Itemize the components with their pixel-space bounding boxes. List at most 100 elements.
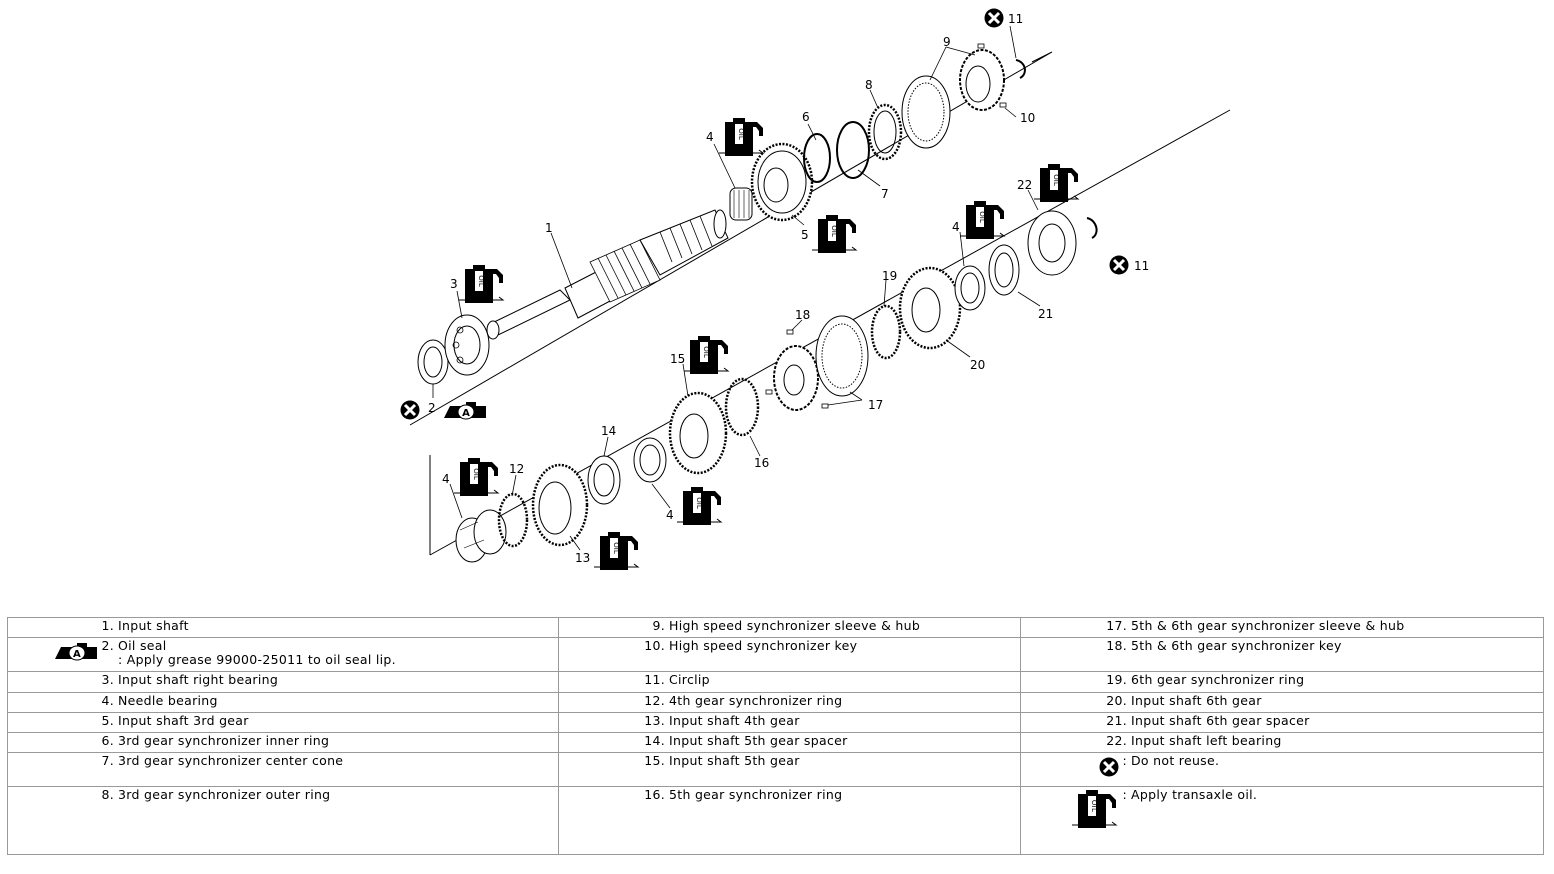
legend-cell: 19. 6th gear synchronizer ring <box>1020 671 1544 693</box>
legend-number-text: 21. <box>1106 712 1127 728</box>
legend-number-text: 10. <box>644 638 665 654</box>
legend-label: Apply transaxle oil. <box>1131 787 1258 803</box>
legend-row: 5. Input shaft 3rd gear 13.Input shaft 4th… <box>7 711 1544 733</box>
fifth-gear-part <box>668 391 728 475</box>
sixth-gear-part <box>898 266 962 350</box>
legend-number: 17. <box>1025 619 1131 633</box>
legend-text: Input shaft 5th gear <box>669 754 800 768</box>
callout-3: 3 <box>450 277 458 291</box>
legend-text: Input shaft <box>118 619 189 633</box>
legend-cell: 16.5th gear synchronizer ring <box>558 786 1021 855</box>
do-not-reuse-icon <box>1108 254 1130 276</box>
fourth-gear-part <box>531 463 589 547</box>
legend-label: 5th gear synchronizer ring <box>669 787 843 803</box>
legend-label: Needle bearing <box>118 692 218 708</box>
legend-label: Input shaft 5th gear spacer <box>669 732 848 748</box>
circlip-part <box>1015 59 1026 79</box>
do-not-reuse-icon <box>399 399 421 421</box>
outer-ring-part <box>867 103 903 161</box>
legend-cell: 20.Input shaft 6th gear <box>1020 691 1544 713</box>
legend-number: 4. <box>12 692 118 708</box>
legend-text: 3rd gear synchronizer inner ring <box>118 732 330 748</box>
legend-cell: 8.3rd gear synchronizer outer ring <box>7 786 559 855</box>
legend-cell: 10.High speed synchronizer key <box>558 637 1021 673</box>
legend-number: 7. <box>12 754 118 768</box>
legend-text: Circlip <box>669 673 710 687</box>
needle-bearing-part <box>729 187 753 221</box>
legend-number-text: 11. <box>644 672 665 688</box>
callout-12: 12 <box>509 462 524 476</box>
fourth-sync-ring-part <box>497 492 529 548</box>
legend-label: Circlip <box>669 672 710 688</box>
legend-text: Apply transaxle oil. <box>1131 788 1257 802</box>
legend-number-text: 14. <box>644 732 665 748</box>
oil-icon <box>718 117 764 157</box>
legend-number-text: 15. <box>644 753 665 769</box>
legend-cell: 13.Input shaft 4th gear <box>558 711 1021 733</box>
legend-cell: 14.Input shaft 5th gear spacer <box>558 731 1021 754</box>
callout-2: 2 <box>428 401 436 415</box>
legend-row: 2.Oil seal: Apply grease 99000-25011 to … <box>7 637 1544 673</box>
callout-numbers: 1 2 3 4 4 4 4 5 6 7 8 9 10 11 11 12 13 1… <box>428 12 1149 565</box>
legend-cell: 5. Input shaft 3rd gear <box>7 711 559 733</box>
legend-row: 1.Input shaft 9.High speed synchronizer s… <box>7 616 1544 639</box>
legend-label: 3rd gear synchronizer inner ring <box>118 732 330 748</box>
leader-lines <box>432 25 1041 551</box>
legend-text: High speed synchronizer sleeve & hub <box>669 619 920 633</box>
legend-cell: 3. Input shaft right bearing <box>7 671 559 693</box>
legend-text: Needle bearing <box>118 692 218 708</box>
legend-number: 14. <box>563 732 669 748</box>
sixth-gear-spacer-part <box>988 244 1020 296</box>
legend-number-text: 3. <box>101 672 114 688</box>
callout-6: 6 <box>802 110 810 124</box>
legend-number: 9. <box>563 619 669 633</box>
oil-icon <box>959 200 1005 240</box>
grease-a-icon <box>54 642 98 661</box>
legend-cell: 17.5th & 6th gear synchronizer sleeve & … <box>1020 616 1544 639</box>
callout-17: 17 <box>868 398 883 412</box>
legend-number: 18. <box>1025 639 1131 653</box>
legend-cell: 7.3rd gear synchronizer center cone <box>7 752 559 788</box>
callout-11-lower: 11 <box>1134 259 1149 273</box>
legend-cell: 11. Circlip <box>558 671 1021 693</box>
legend-text: Input shaft 3rd gear <box>118 713 249 728</box>
legend-number: 12. <box>563 693 669 708</box>
legend-number-text: 18. <box>1106 638 1127 654</box>
grease-a-icon <box>443 401 487 420</box>
legend-number: 3. <box>12 673 118 687</box>
legend-label: Input shaft <box>118 618 189 633</box>
center-cone-part <box>836 121 870 179</box>
legend-cell: :Apply transaxle oil. <box>1020 786 1544 855</box>
callout-18: 18 <box>795 308 810 322</box>
legend-text: Input shaft 5th gear spacer <box>669 732 848 748</box>
callout-22: 22 <box>1017 178 1032 192</box>
legend-number: 21. <box>1025 712 1131 728</box>
do-not-reuse-icon <box>1098 756 1121 779</box>
oil-icon <box>593 531 639 571</box>
callout-4-lower-right: 4 <box>952 220 960 234</box>
oil-icon <box>811 214 857 254</box>
legend-text: 3rd gear synchronizer outer ring <box>118 788 330 802</box>
callout-4-lower-mid: 4 <box>666 508 674 522</box>
legend-label: 5th & 6th gear synchronizer key <box>1131 638 1342 654</box>
inner-ring-part <box>803 133 831 183</box>
legend-row: 7.3rd gear synchronizer center cone 15. In… <box>7 752 1544 788</box>
legend-number: 1. <box>12 619 118 633</box>
callout-20: 20 <box>970 358 985 372</box>
legend-number-text: 4. <box>101 692 114 708</box>
legend-text: Input shaft right bearing <box>118 673 278 687</box>
legend-number: 2. <box>12 639 118 665</box>
callout-15: 15 <box>670 352 685 366</box>
legend-text: 6th gear synchronizer ring <box>1131 673 1304 687</box>
legend-label: Input shaft left bearing <box>1131 732 1282 748</box>
legend-label: 3rd gear synchronizer outer ring <box>118 787 331 803</box>
lower-needle-bearing-part <box>455 509 507 563</box>
legend-number: 13. <box>563 713 669 728</box>
legend-number-text: 5. <box>101 712 114 728</box>
legend-text: Do not reuse. <box>1131 754 1219 768</box>
legend-text: Input shaft 6th gear spacer <box>1131 713 1310 728</box>
legend-label: Input shaft 4th gear <box>669 712 800 728</box>
legend-number-text: 19. <box>1106 672 1127 688</box>
